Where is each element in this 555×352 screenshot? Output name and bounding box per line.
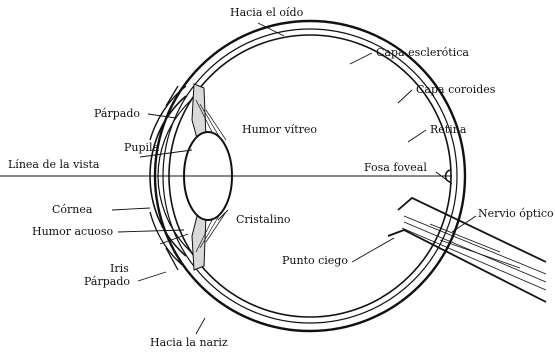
label-toward-nose: Hacia la nariz (150, 336, 228, 349)
label-blind-spot: Punto ciego (282, 254, 348, 267)
label-optic-nerve: Nervio óptico (478, 207, 554, 220)
label-sclera: Capa esclerótica (376, 46, 469, 59)
label-lens: Cristalino (236, 213, 291, 226)
label-fovea: Fosa foveal (364, 161, 427, 174)
label-line-of-sight: Línea de la vista (8, 158, 100, 171)
label-eyelid-top: Párpado (94, 107, 140, 120)
label-toward-ear: Hacia el oído (230, 6, 304, 19)
label-cornea: Córnea (52, 203, 93, 216)
label-aqueous: Humor acuoso (32, 225, 114, 238)
label-iris: Iris (110, 262, 129, 275)
label-eyelid-bottom: Párpado (84, 275, 130, 288)
label-retina: Retina (430, 123, 467, 136)
label-choroid: Capa coroides (416, 83, 496, 96)
label-vitreous: Humor vítreo (242, 123, 317, 136)
label-pupil: Pupila (124, 141, 160, 154)
